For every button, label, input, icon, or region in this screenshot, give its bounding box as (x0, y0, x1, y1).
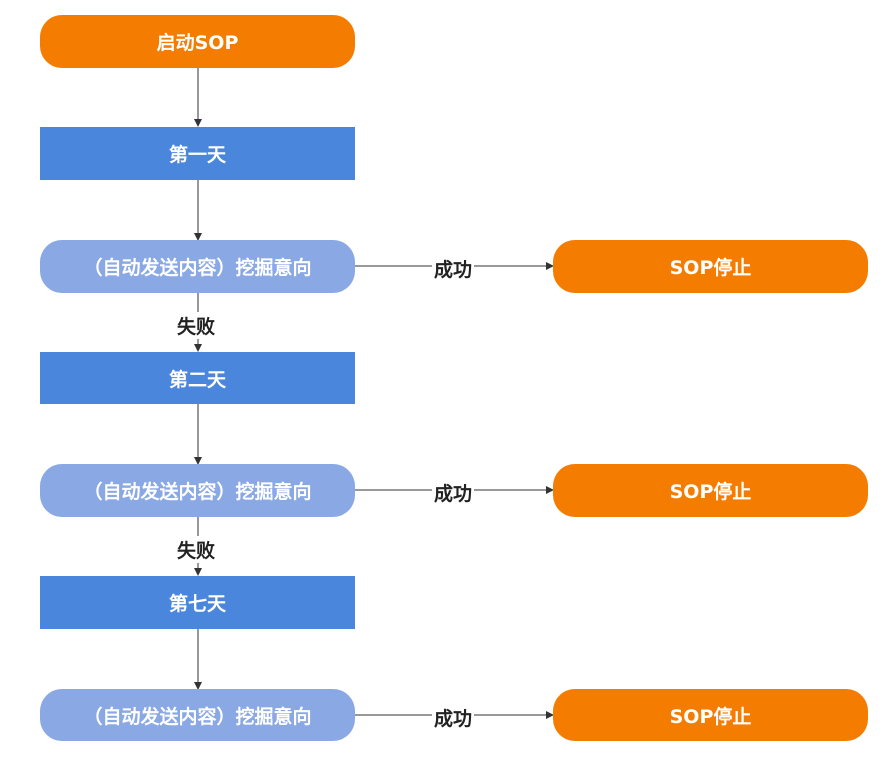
action2-node: （自动发送内容）挖掘意向 (40, 464, 355, 517)
action3-node: （自动发送内容）挖掘意向 (40, 689, 355, 741)
action1-label: （自动发送内容）挖掘意向 (83, 257, 312, 279)
day2-label: 第二天 (168, 368, 226, 391)
stop3-node: SOP停止 (553, 689, 868, 741)
stop1-node: SOP停止 (553, 240, 868, 293)
stop1-label: SOP停止 (669, 257, 752, 279)
action3-label: （自动发送内容）挖掘意向 (83, 705, 312, 728)
stop3-label: SOP停止 (669, 705, 752, 728)
fail2-label: 失败 (175, 536, 218, 563)
stop2-label: SOP停止 (669, 481, 752, 503)
action1-node: （自动发送内容）挖掘意向 (40, 240, 355, 293)
day1-node: 第一天 (40, 127, 355, 180)
success2-label: 成功 (432, 479, 475, 506)
day1-label: 第一天 (168, 144, 226, 166)
day7-label: 第七天 (168, 593, 226, 615)
start-node-label: 启动SOP (156, 32, 239, 54)
start-node: 启动SOP (40, 15, 355, 68)
day2-node: 第二天 (40, 352, 355, 404)
action2-label: （自动发送内容）挖掘意向 (83, 481, 312, 503)
success3-label: 成功 (432, 704, 475, 731)
success1-label: 成功 (432, 255, 475, 282)
stop2-node: SOP停止 (553, 464, 868, 517)
day7-node: 第七天 (40, 576, 355, 629)
fail1-label: 失败 (175, 312, 218, 339)
